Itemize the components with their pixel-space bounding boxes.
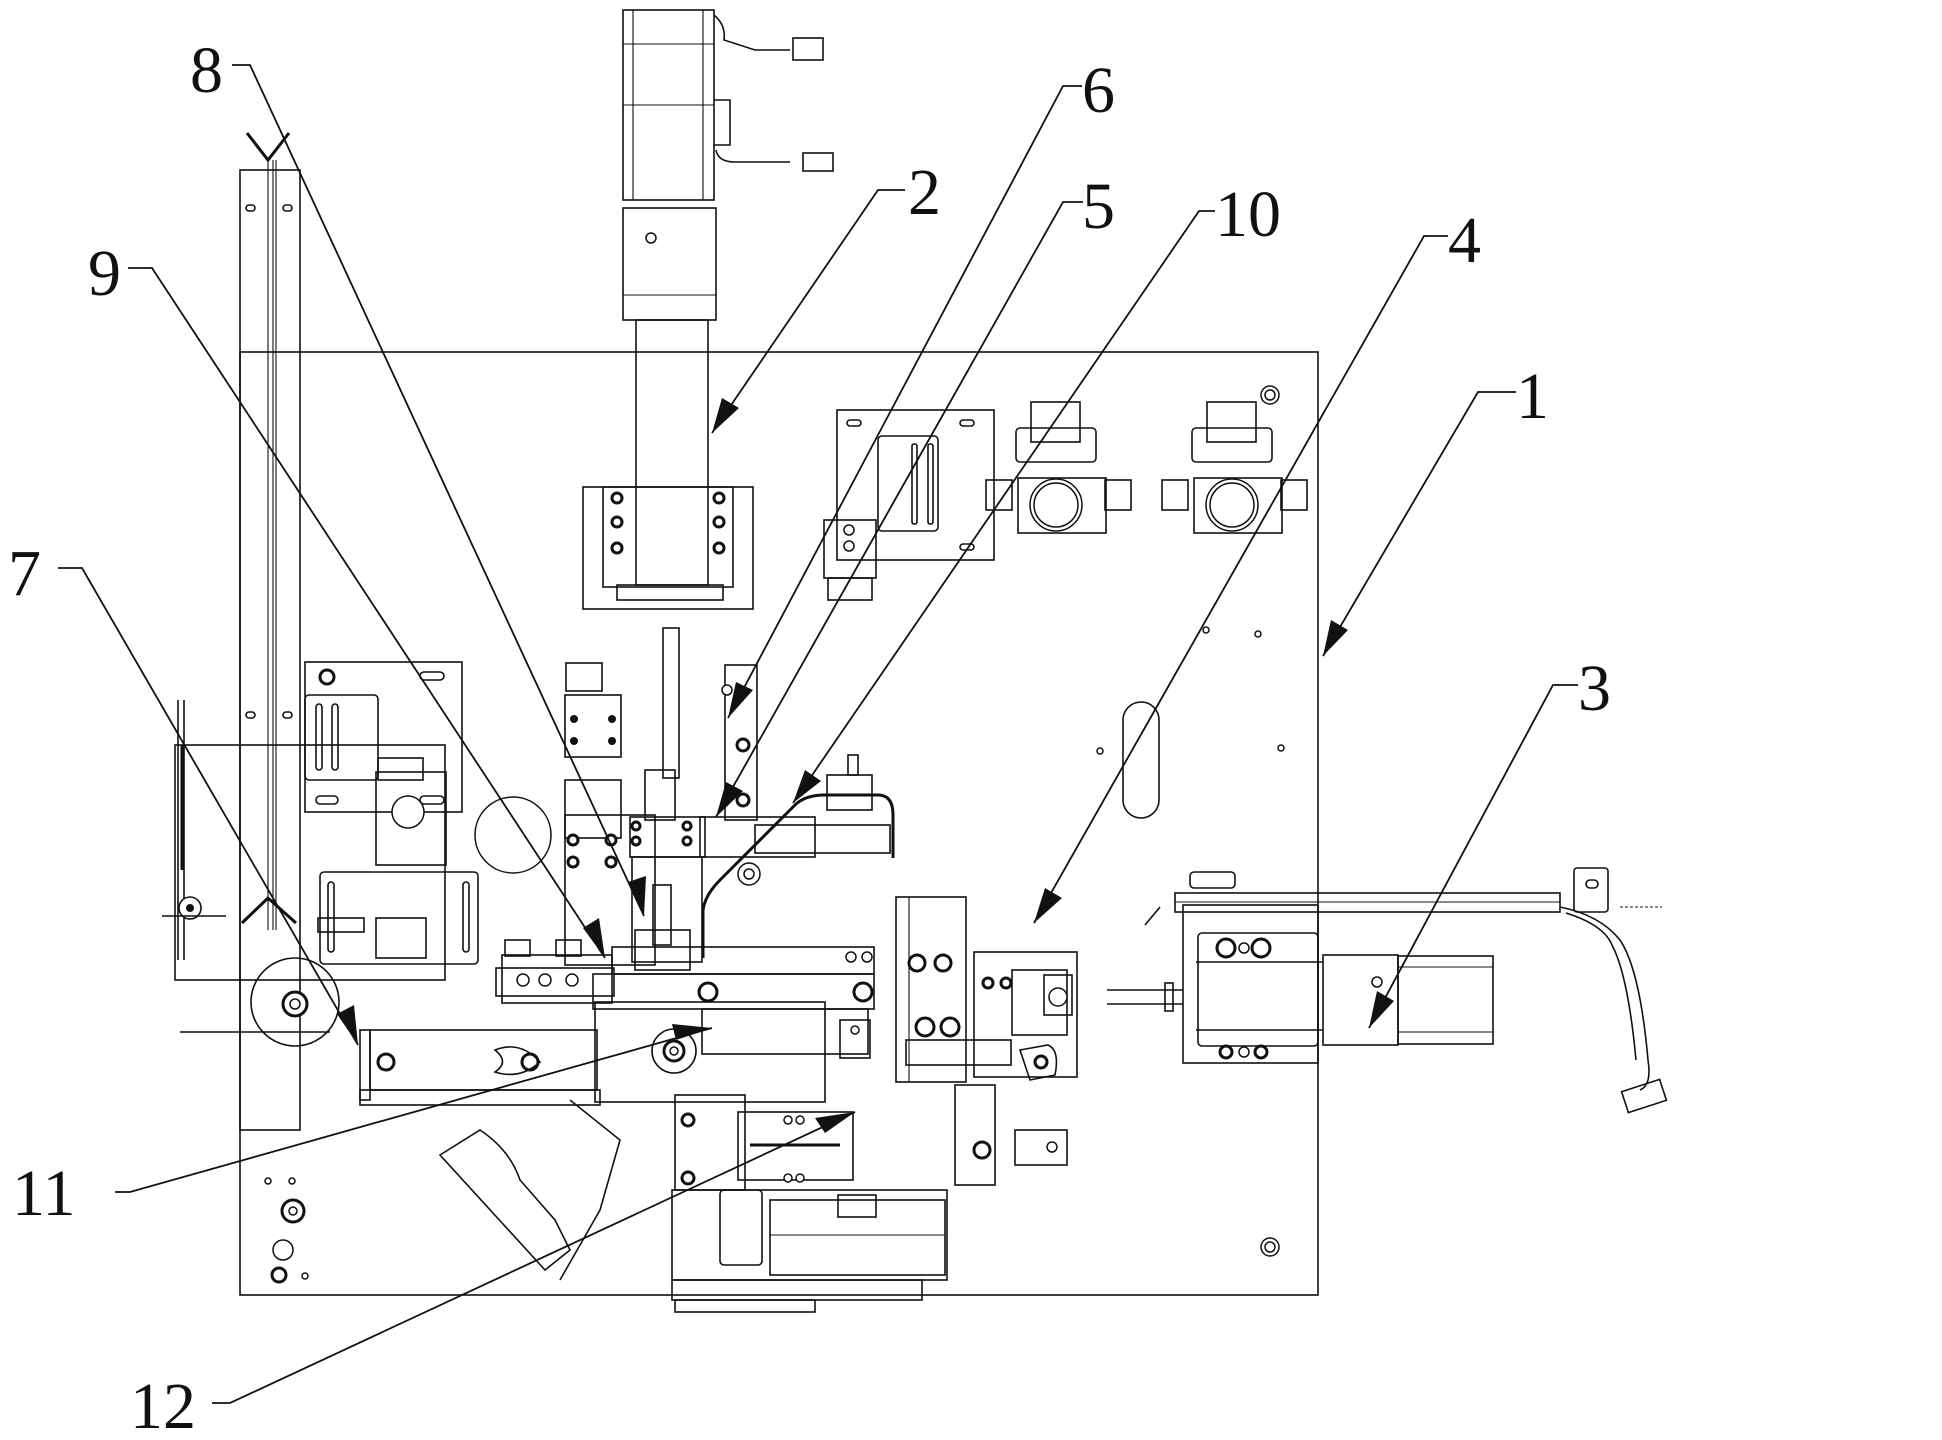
label-11: 11 [12,1157,76,1230]
arrow-7 [337,1005,358,1045]
vertical-lift-cylinder [583,10,833,778]
label-7: 7 [8,537,41,610]
arrow-3 [1369,991,1394,1028]
label-1: 1 [1516,360,1549,433]
leader-7 [58,568,358,1045]
leader-4 [1034,236,1448,923]
leader-2 [712,190,905,433]
arrow-1 [1323,620,1348,656]
leader-1 [1323,392,1516,656]
arrow-9 [583,918,605,958]
leader-5 [716,202,1083,817]
arrow-2 [712,398,739,433]
guide-roller [652,1029,696,1073]
leader-11 [115,1028,712,1192]
valve-bracket [824,410,994,600]
push-block-assembly [840,897,1077,1185]
horizontal-beams [360,947,874,1105]
label-8: 8 [190,34,223,107]
leader-6 [728,86,1082,718]
label-10: 10 [1215,178,1281,251]
arrow-8 [628,876,646,916]
label-3: 3 [1578,652,1611,725]
feed-assembly [162,662,551,1046]
arrow-12 [815,1112,855,1133]
leader-3 [1369,685,1578,1028]
lower-cylinder-assembly [440,1095,947,1312]
arrow-4 [1034,888,1062,923]
reference-labels: 8 9 7 6 2 5 10 4 1 3 11 12 [8,34,1611,1440]
label-4: 4 [1448,204,1481,277]
label-9: 9 [88,237,121,310]
horizontal-push-motor [1107,905,1493,1063]
solenoid-valve-2 [1162,402,1307,533]
label-12: 12 [130,1370,196,1440]
solenoid-valve-1 [986,402,1131,533]
label-2: 2 [908,156,941,229]
label-5: 5 [1082,170,1115,243]
label-6: 6 [1082,54,1115,127]
vertical-guide-plate [565,663,757,965]
slide-table [496,940,614,1003]
